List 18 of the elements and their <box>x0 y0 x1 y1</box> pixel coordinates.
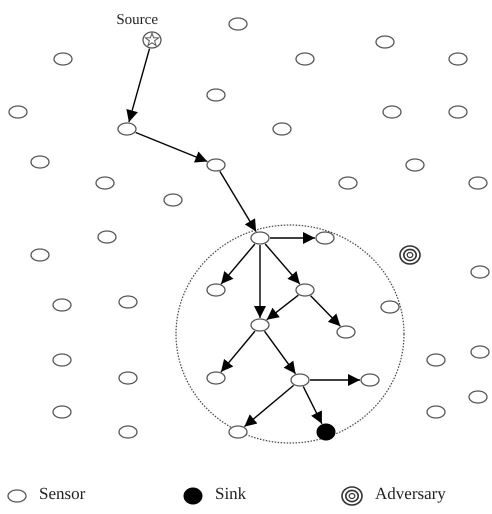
arrow <box>310 374 360 386</box>
arrow <box>244 384 294 428</box>
arrow <box>254 245 266 318</box>
arrow <box>264 330 296 374</box>
arrow <box>220 330 256 372</box>
arrow <box>310 295 341 327</box>
node-caption: Source <box>116 12 158 29</box>
arrow <box>264 244 300 284</box>
arrow <box>135 132 208 163</box>
legend-label: Sensor <box>39 484 86 504</box>
arrow <box>220 244 256 284</box>
arrow <box>270 232 315 244</box>
arrow <box>302 386 323 424</box>
arrow <box>219 171 257 232</box>
legend-label: Sink <box>215 484 246 504</box>
arrow <box>126 48 150 122</box>
legend-label: Adversary <box>375 484 446 504</box>
arrow <box>266 294 299 320</box>
